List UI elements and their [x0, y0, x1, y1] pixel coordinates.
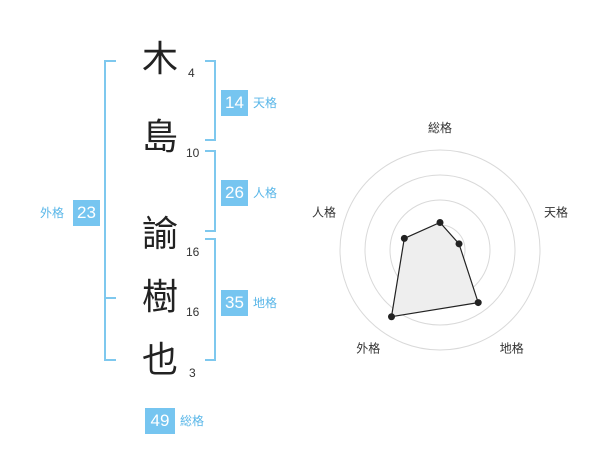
tenkaku-label: 天格: [253, 96, 278, 110]
stroke-count-5: 3: [189, 366, 196, 380]
stroke-count-4: 16: [186, 305, 200, 319]
stroke-count-1: 4: [188, 66, 195, 80]
gaikaku-badge: 23: [73, 200, 100, 226]
gaikaku-label: 外格: [40, 206, 65, 220]
radar-point-5: [400, 234, 408, 242]
radar-axis-label-1: 総格: [428, 120, 452, 135]
radar-axis-label-2: 天格: [544, 204, 568, 219]
stroke-count-3: 16: [186, 245, 200, 259]
radar-point-1: [436, 219, 444, 226]
soukaku-label: 総格: [180, 414, 205, 428]
chikaku-label: 地格: [253, 296, 278, 310]
radar-ring-4: [339, 149, 541, 351]
chikaku-bracket: [205, 238, 216, 361]
radar-axis-label-5: 人格: [312, 204, 336, 219]
name-char-3: 諭: [141, 214, 178, 255]
radar-point-4: [388, 313, 396, 321]
jinkaku-bracket: [205, 150, 216, 232]
radar-ring-3: [364, 174, 516, 326]
name-char-5: 也: [141, 340, 178, 381]
name-char-2: 島: [141, 117, 178, 158]
radar-point-2: [455, 240, 463, 248]
stroke-count-2: 10: [186, 146, 200, 160]
soukaku-badge: 49: [145, 408, 175, 434]
gaikaku-split-tick: [104, 297, 116, 299]
jinkaku-badge: 26: [221, 180, 248, 206]
gaikaku-bracket: [104, 60, 116, 361]
name-char-4: 樹: [141, 277, 178, 318]
chikaku-badge: 35: [221, 290, 248, 316]
name-char-1: 木: [141, 39, 178, 80]
jinkaku-label: 人格: [253, 186, 278, 200]
tenkaku-badge: 14: [221, 90, 248, 116]
radar-point-3: [474, 299, 482, 307]
tenkaku-bracket: [205, 60, 216, 141]
radar-axis-label-4: 外格: [356, 341, 380, 356]
radar-axis-label-3: 地格: [500, 341, 524, 356]
